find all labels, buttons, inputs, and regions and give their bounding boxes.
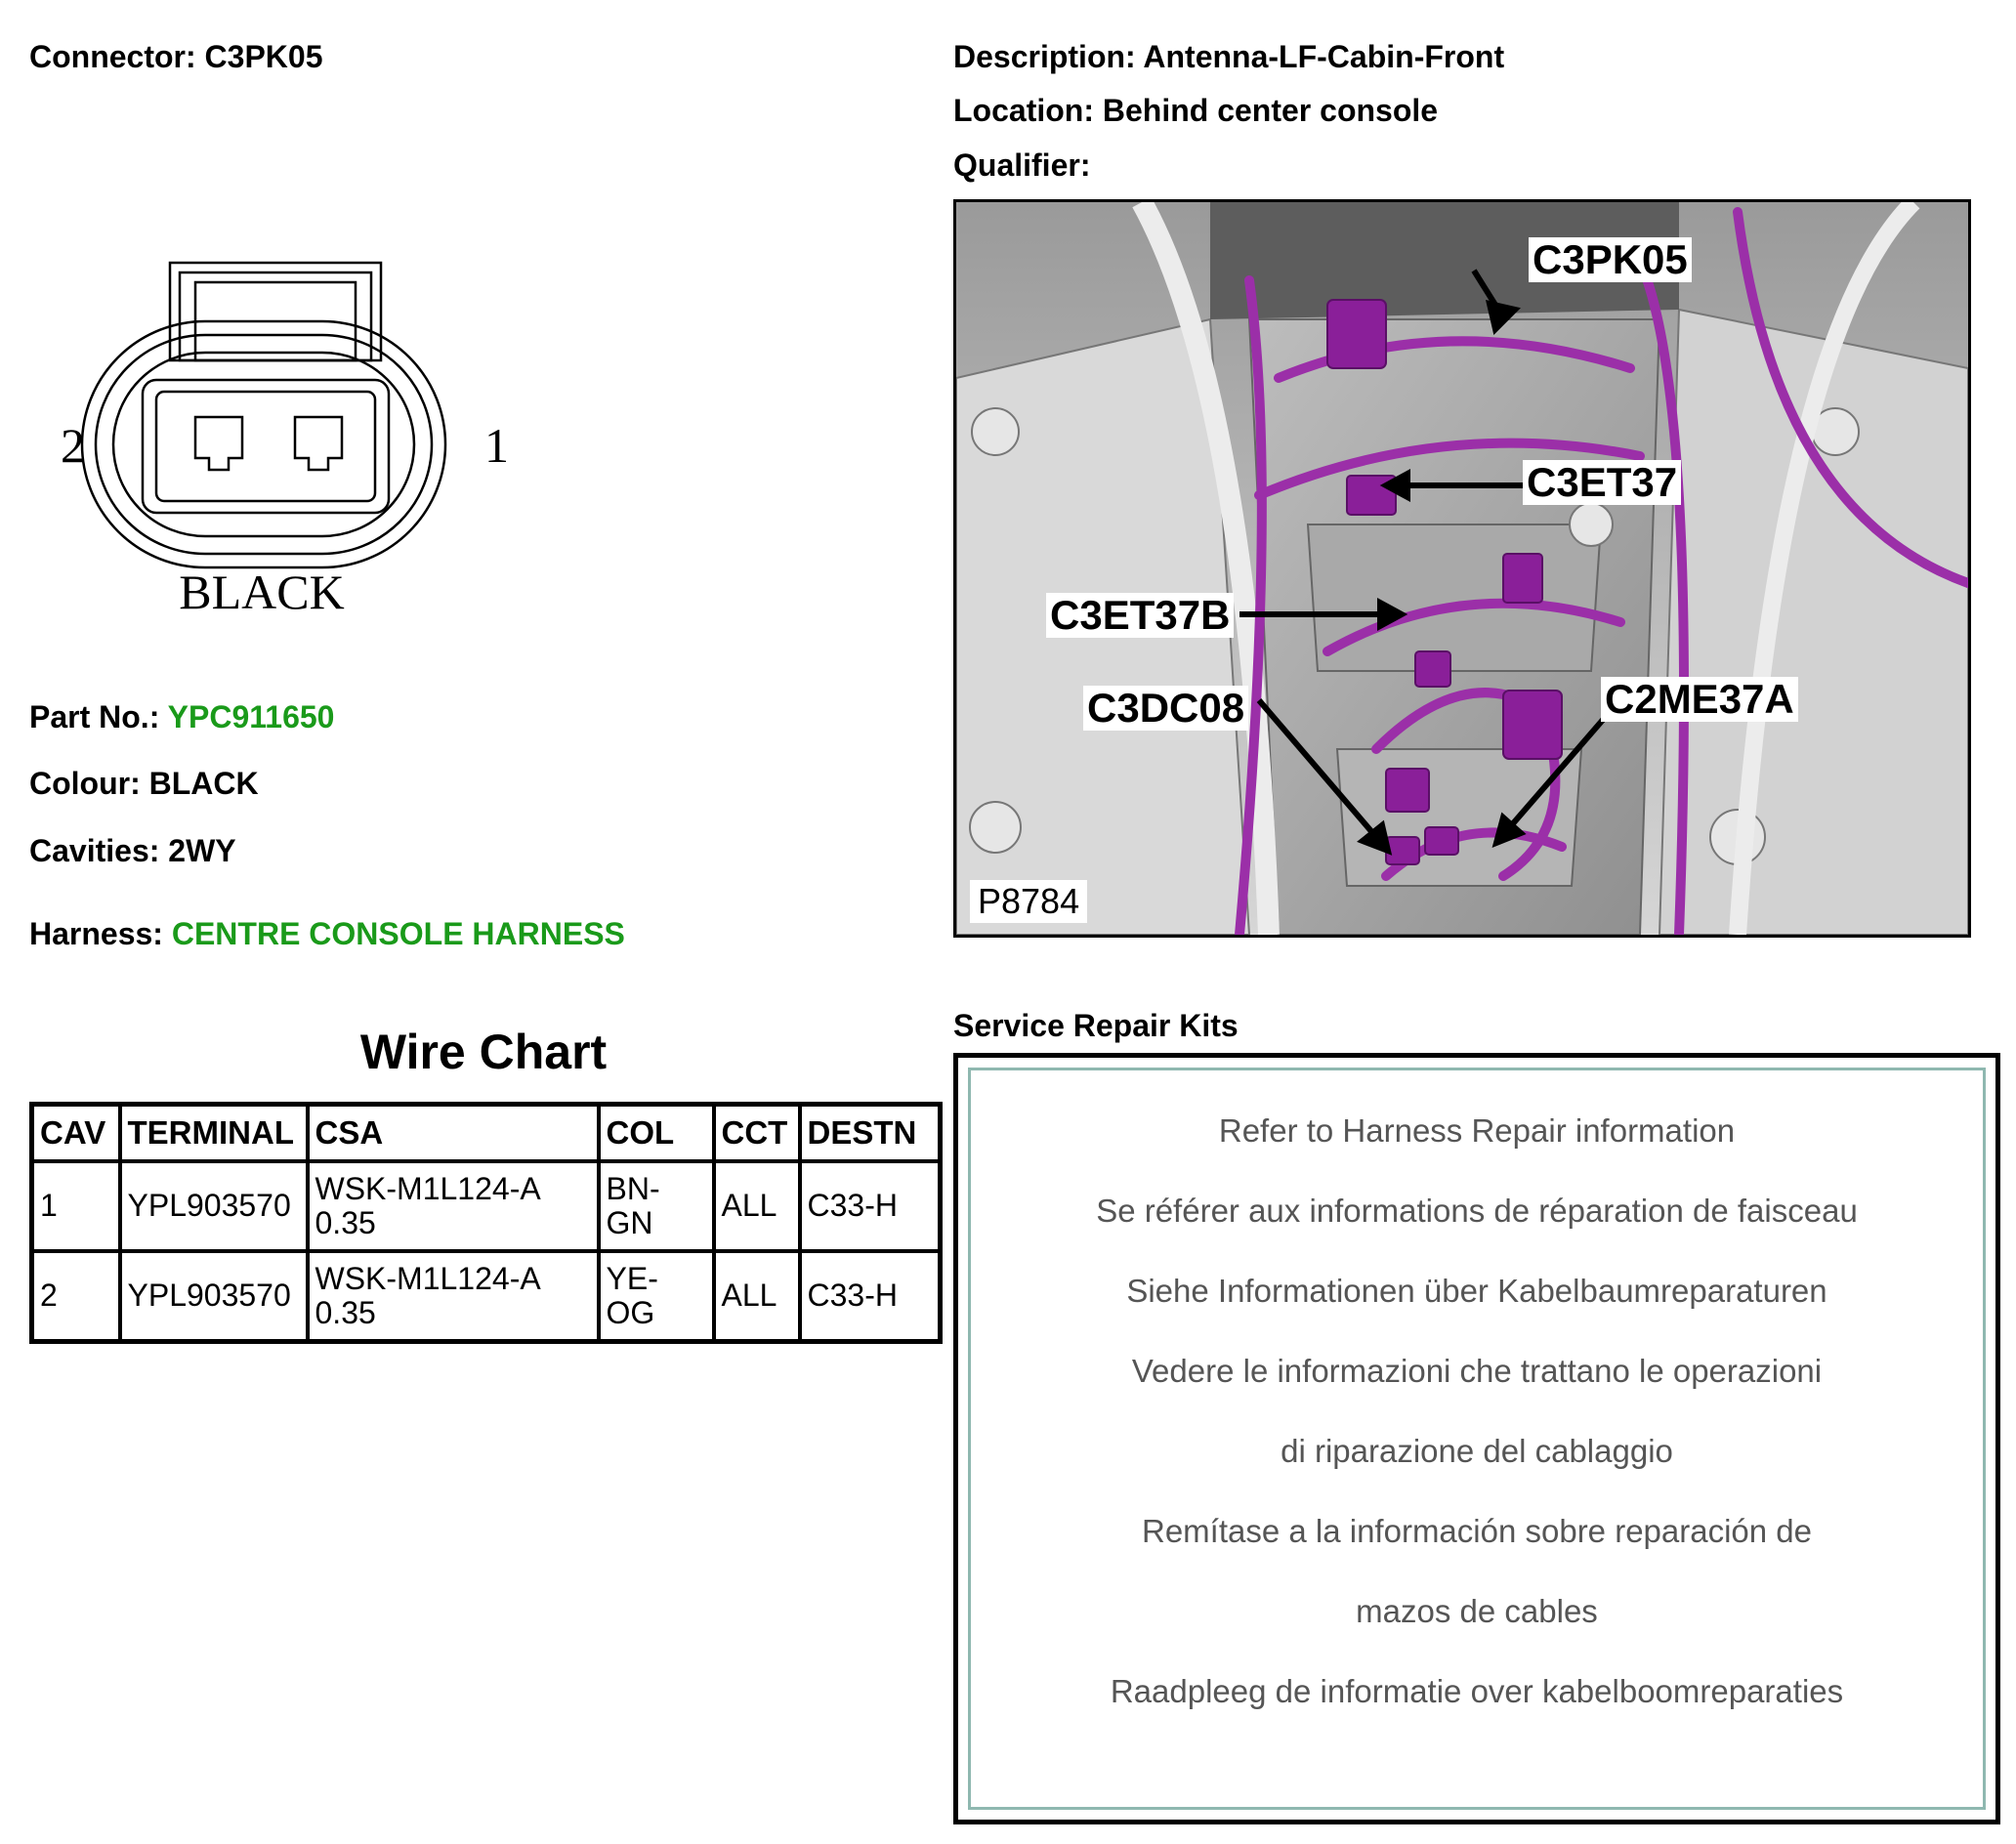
colour-field: Colour: BLACK: [29, 768, 259, 799]
cavities-value: 2WY: [168, 833, 236, 868]
connector-field: Connector: C3PK05: [29, 41, 323, 72]
kit-line-es-1: Remítase a la información sobre reparaci…: [1141, 1513, 1813, 1549]
kit-line-en: Refer to Harness Repair information: [1218, 1112, 1736, 1149]
kit-line-es-2: mazos de cables: [1356, 1593, 1598, 1629]
cell-cct: ALL: [711, 1249, 802, 1344]
header-destn: DESTN: [797, 1102, 943, 1163]
description-value: Antenna-LF-Cabin-Front: [1143, 39, 1505, 74]
col-secondary: GN: [606, 1205, 653, 1240]
connector-face-drawing: 2 1 BLACK: [61, 261, 509, 619]
col-secondary: OG: [606, 1295, 655, 1330]
connector-label: Connector:: [29, 39, 196, 74]
cell-cct: ALL: [711, 1159, 802, 1253]
location-field: Location: Behind center console: [953, 95, 1438, 126]
service-repair-kits-box: Refer to Harness Repair information Se r…: [953, 1053, 2000, 1824]
location-value: Behind center console: [1102, 93, 1439, 128]
connector-color-text: BLACK: [179, 565, 344, 619]
table-header-row: CAV TERMINAL CSA COL CCT DESTN: [29, 1102, 943, 1163]
connector-value: C3PK05: [204, 39, 323, 74]
csa-size: 0.35: [315, 1205, 376, 1240]
callout-c2me37a: C2ME37A: [1601, 676, 1798, 723]
cell-col: BN-GN: [596, 1159, 716, 1253]
colour-label: Colour:: [29, 766, 141, 801]
location-label: Location:: [953, 93, 1094, 128]
wire-chart-title: Wire Chart: [359, 1025, 608, 1079]
part-no-link[interactable]: YPC911650: [167, 699, 335, 734]
cell-destn: C33-H: [797, 1249, 943, 1344]
csa-spec: WSK-M1L124-A: [315, 1260, 541, 1296]
cell-col: YE-OG: [596, 1249, 716, 1344]
cell-terminal: YPL903570: [117, 1159, 310, 1253]
photo-reference: P8784: [970, 880, 1088, 923]
header-terminal: TERMINAL: [117, 1102, 310, 1163]
col-primary: BN-: [606, 1170, 660, 1206]
cavities-label: Cavities:: [29, 833, 160, 868]
pin-1-label: 1: [484, 418, 509, 473]
callout-c3et37b: C3ET37B: [1046, 592, 1235, 639]
service-repair-kits-title: Service Repair Kits: [953, 1008, 1239, 1043]
header-csa: CSA: [305, 1102, 601, 1163]
csa-spec: WSK-M1L124-A: [315, 1170, 541, 1206]
col-primary: YE-: [606, 1260, 658, 1296]
callout-c3pk05: C3PK05: [1529, 236, 1692, 283]
colour-value: BLACK: [148, 766, 259, 801]
qualifier-field: Qualifier:: [953, 149, 1090, 181]
csa-size: 0.35: [315, 1295, 376, 1330]
cell-terminal: YPL903570: [117, 1249, 310, 1344]
qualifier-label: Qualifier:: [953, 147, 1091, 183]
harness-label: Harness:: [29, 916, 163, 951]
kit-line-nl: Raadpleeg de informatie over kabelboomre…: [1110, 1673, 1844, 1709]
description-field: Description: Antenna-LF-Cabin-Front: [953, 41, 1504, 72]
cell-destn: C33-H: [797, 1159, 943, 1253]
service-repair-kits-inner: Refer to Harness Repair information Se r…: [968, 1068, 1986, 1810]
callout-c3et37: C3ET37: [1523, 459, 1682, 506]
kit-line-it-2: di riparazione del cablaggio: [1281, 1433, 1673, 1469]
wire-chart-table: CAV TERMINAL CSA COL CCT DESTN 1 YPL9035…: [29, 1102, 943, 1344]
kit-line-fr: Se référer aux informations de réparatio…: [1096, 1193, 1858, 1229]
pin-2-label: 2: [61, 418, 85, 473]
description-label: Description:: [953, 39, 1136, 74]
cavities-field: Cavities: 2WY: [29, 835, 236, 866]
header-cav: CAV: [29, 1102, 122, 1163]
header-col: COL: [596, 1102, 716, 1163]
vehicle-floor-illustration: [956, 202, 1968, 935]
part-no-field: Part No.: YPC911650: [29, 701, 334, 733]
harness-field: Harness: CENTRE CONSOLE HARNESS: [29, 918, 625, 949]
kit-line-de: Siehe Informationen über Kabelbaumrepara…: [1126, 1273, 1827, 1309]
harness-link[interactable]: CENTRE CONSOLE HARNESS: [171, 916, 625, 951]
kit-line-it-1: Vedere le informazioni che trattano le o…: [1131, 1353, 1823, 1389]
callout-c3dc08: C3DC08: [1083, 685, 1249, 732]
part-no-label: Part No.:: [29, 699, 160, 734]
cell-cav: 1: [29, 1159, 122, 1253]
header-cct: CCT: [711, 1102, 802, 1163]
location-photo: C3PK05 C3ET37 C3ET37B C3DC08 C2ME37A P87…: [953, 199, 1971, 938]
cell-cav: 2: [29, 1249, 122, 1344]
